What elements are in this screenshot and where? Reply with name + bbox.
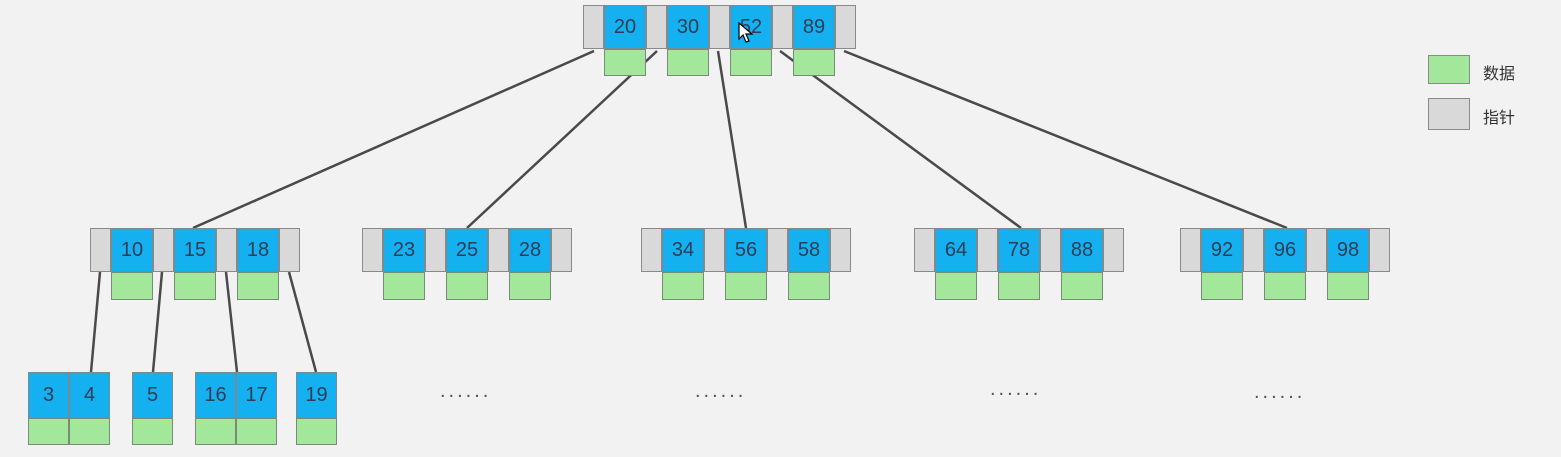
level2-node-4-pointer [914,228,935,272]
level2-node-1-data [174,272,216,300]
level2-node-1-key: 18 [237,228,279,272]
tree-edge [716,50,748,229]
level2-node-5-key: 98 [1327,228,1369,272]
level2-node-2-data [509,272,551,300]
root-node-data [730,49,772,76]
level2-node-4-data [935,272,977,300]
level2-node-2-key: 25 [446,228,488,272]
level2-node-4-key: 88 [1061,228,1103,272]
level2-node-1-key: 15 [174,228,216,272]
leaf-node-3-key: 17 [236,372,277,418]
level2-node-1-data [111,272,153,300]
level2-node-5-data [1201,272,1243,300]
level2-node-4-pointer [1103,228,1124,272]
level2-node-3-pointer [830,228,851,272]
level2-node-2-key: 23 [383,228,425,272]
level2-node-3-pointer [767,228,788,272]
level2-node-1-pointer [90,228,111,272]
level2-node-2-pointer [425,228,446,272]
level2-node-2-pointer [362,228,383,272]
level2-node-5-key: 92 [1201,228,1243,272]
legend-data-swatch [1428,55,1470,84]
level2-node-4-key: 78 [998,228,1040,272]
root-node-data [604,49,646,76]
root-node-key: 89 [793,5,835,49]
level2-node-3-key: 58 [788,228,830,272]
leaf-node-2-key: 5 [132,372,173,418]
level2-node-5-pointer [1369,228,1390,272]
root-node-data [667,49,709,76]
leaf-node-2-data [132,418,173,445]
leaf-node-3-key: 16 [195,372,236,418]
level2-node-4-pointer [977,228,998,272]
level2-node-4-data [998,272,1040,300]
level2-node-1-pointer [216,228,237,272]
level2-node-1-key: 10 [111,228,153,272]
tree-edge [224,271,239,373]
ellipsis-4: ...... [1254,381,1306,403]
tree-edge [192,49,595,230]
leaf-node-1-key: 3 [28,372,69,418]
leaf-node-1-data [69,418,110,445]
mouse-cursor-icon [738,22,754,43]
root-node-data [793,49,835,76]
level2-node-1-pointer [153,228,174,272]
level2-node-5-pointer [1243,228,1264,272]
level2-node-2-data [446,272,488,300]
root-node-key: 30 [667,5,709,49]
level2-node-3-pointer [704,228,725,272]
leaf-node-4-key: 19 [296,372,337,418]
root-node-key: 20 [604,5,646,49]
ellipsis-2: ...... [695,380,747,402]
leaf-node-3-data [195,418,236,445]
leaf-node-4-data [296,418,337,445]
level2-node-2-pointer [551,228,572,272]
level2-node-3-key: 56 [725,228,767,272]
level2-node-3-key: 34 [662,228,704,272]
tree-edge [466,50,658,229]
level2-node-3-data [662,272,704,300]
level2-node-5-data [1327,272,1369,300]
level2-node-1-pointer [279,228,300,272]
level2-node-5-pointer [1306,228,1327,272]
level2-node-4-data [1061,272,1103,300]
level2-node-3-data [788,272,830,300]
leaf-node-1-data [28,418,69,445]
tree-edge [779,49,1022,230]
tree-edge [287,271,318,373]
legend-pointer-label: 指针 [1483,108,1516,127]
level2-node-2-pointer [488,228,509,272]
tree-edge [89,271,102,373]
root-node-pointer [709,5,730,49]
level2-node-5-pointer [1180,228,1201,272]
legend-data-label: 数据 [1483,64,1516,83]
root-node-key: 52 [730,5,772,49]
level2-node-4-key: 64 [935,228,977,272]
level2-node-3-pointer [641,228,662,272]
level2-node-5-data [1264,272,1306,300]
ellipsis-3: ...... [990,378,1042,400]
ellipsis-1: ...... [440,380,492,402]
level2-node-2-data [383,272,425,300]
root-node-pointer [772,5,793,49]
tree-edge [843,49,1288,230]
level2-node-4-pointer [1040,228,1061,272]
legend-pointer-swatch [1428,98,1470,130]
root-node-pointer [583,5,604,49]
level2-node-1-data [237,272,279,300]
leaf-node-3-data [236,418,277,445]
level2-node-3-data [725,272,767,300]
level2-node-5-key: 96 [1264,228,1306,272]
leaf-node-1-key: 4 [69,372,110,418]
level2-node-2-key: 28 [509,228,551,272]
tree-edge [151,271,164,373]
root-node-pointer [646,5,667,49]
root-node-pointer [835,5,856,49]
